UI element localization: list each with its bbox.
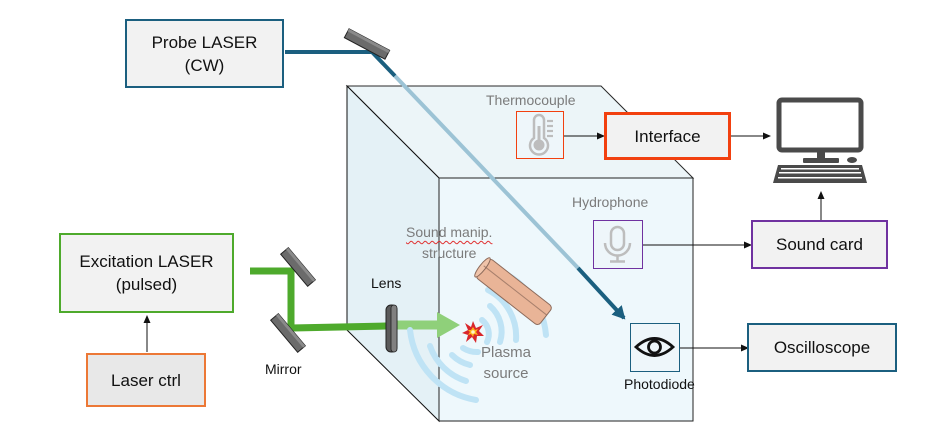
excitation-beam	[250, 267, 460, 338]
water-tank	[345, 84, 695, 423]
plasma-source-label: Plasma source	[481, 342, 531, 384]
explosion-icon	[462, 321, 484, 343]
probe-laser-mode: (CW)	[184, 55, 225, 75]
excitation-laser-name: Excitation LASER	[79, 252, 214, 271]
photodiode-label: Photodiode	[624, 376, 695, 392]
plasma-label-line2: source	[483, 365, 529, 382]
sound-card-block: Sound card	[751, 220, 888, 269]
sound-manipulation-structure	[474, 257, 552, 325]
probe-laser-name: Probe LASER	[151, 32, 258, 52]
mirror-lower	[269, 312, 307, 354]
mirror-upper	[279, 246, 317, 288]
structure-label-line2: structure	[421, 245, 477, 261]
thermometer-icon	[528, 113, 553, 156]
desktop-computer-icon	[773, 97, 867, 183]
structure-label: Sound manip. structure	[406, 222, 492, 264]
oscilloscope-block: Oscilloscope	[747, 323, 897, 372]
lens-label: Lens	[371, 275, 402, 291]
microphone-icon	[603, 225, 632, 263]
probe-mirror	[343, 28, 391, 60]
hydrophone-label: Hydrophone	[572, 194, 649, 210]
eye-icon	[633, 337, 676, 357]
thermocouple-label: Thermocouple	[486, 92, 576, 108]
mirror-label: Mirror	[265, 361, 302, 377]
laser-ctrl-label: Laser ctrl	[111, 370, 181, 390]
lens	[385, 304, 398, 353]
probe-laser-block: Probe LASER (CW)	[125, 19, 284, 88]
tank-front-face	[438, 177, 694, 422]
plasma-label-line1: Plasma	[481, 344, 532, 361]
interface-block: Interface	[604, 112, 731, 160]
sound-card-label: Sound card	[776, 235, 863, 254]
interface-label: Interface	[634, 126, 701, 146]
photodiode-sensor	[630, 323, 680, 372]
probe-beam	[285, 50, 626, 320]
oscilloscope-label: Oscilloscope	[773, 338, 871, 357]
excitation-laser-block: Excitation LASER (pulsed)	[59, 233, 234, 313]
thermocouple-sensor	[516, 111, 564, 159]
excitation-laser-mode: (pulsed)	[115, 275, 178, 294]
connections	[143, 132, 825, 352]
structure-label-line1: Sound manip.	[406, 224, 493, 240]
hydrophone-sensor	[593, 220, 643, 269]
laser-ctrl-block: Laser ctrl	[86, 353, 206, 407]
